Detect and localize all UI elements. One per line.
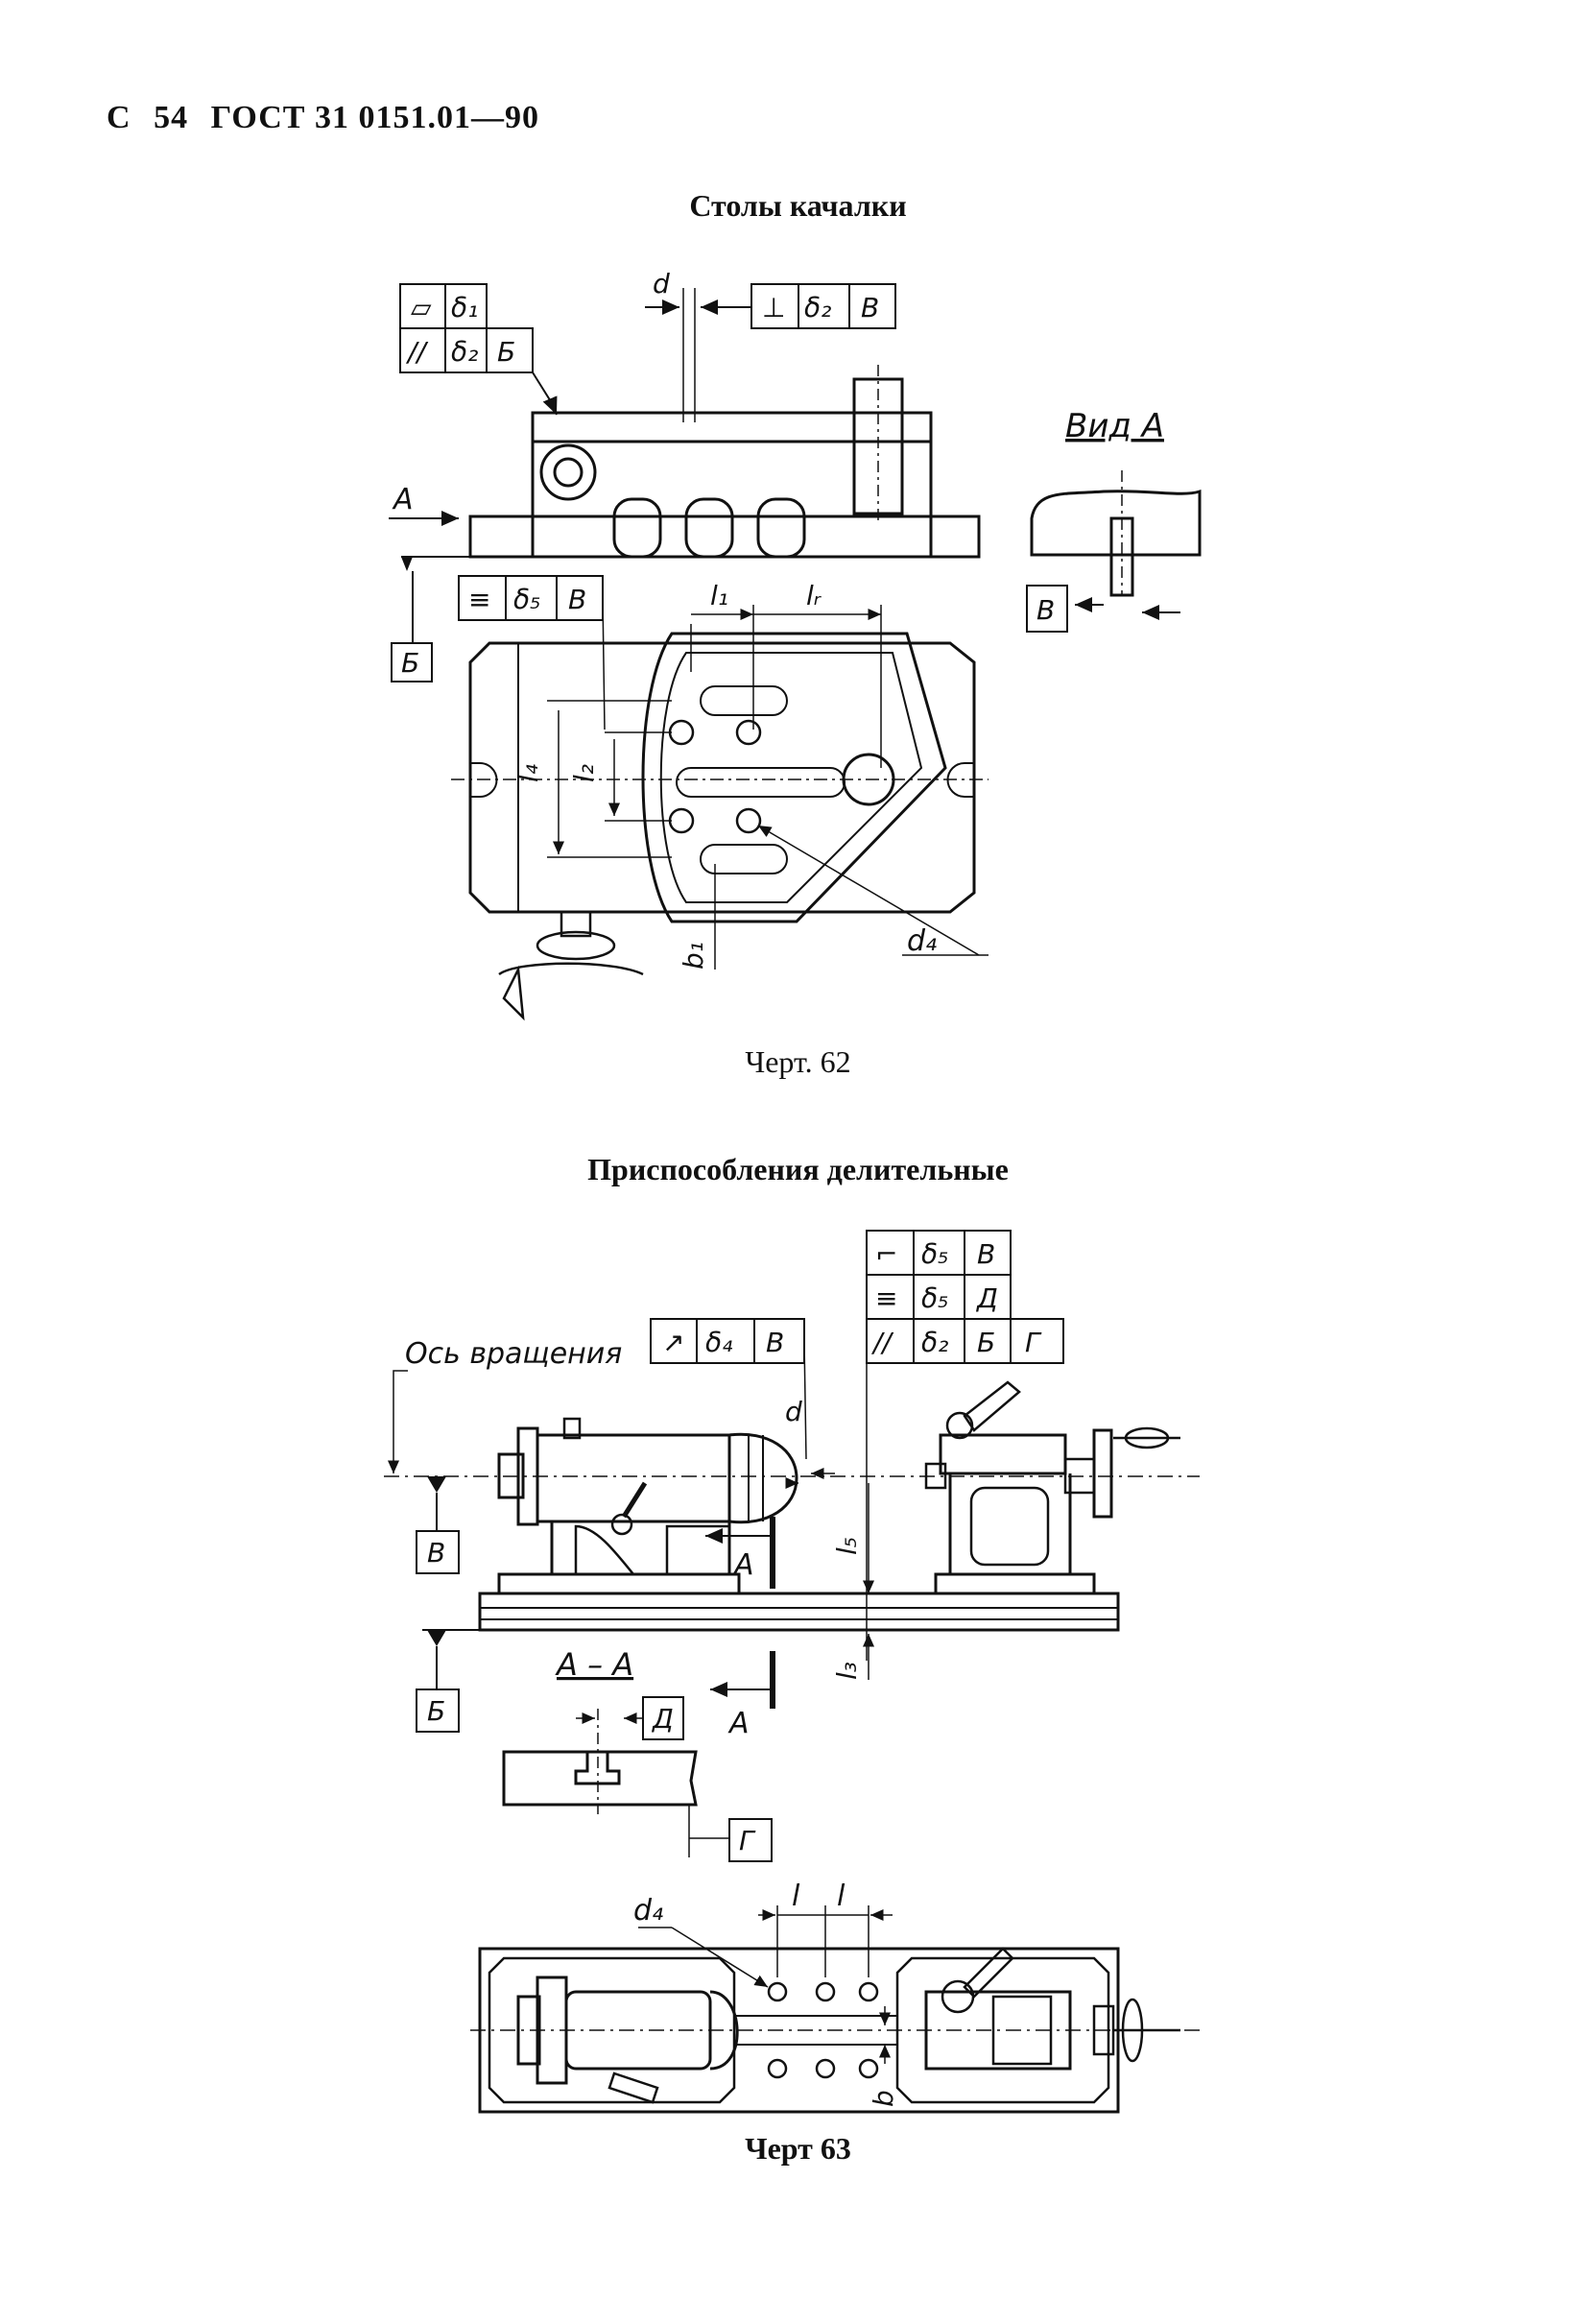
frame63-1-datum: В [977,1238,995,1270]
datum-d-label: Д [651,1703,674,1735]
frame1-symbol: ▱ [411,292,432,323]
frame63-4-tol: δ₄ [705,1327,732,1358]
frame63-2-tol: δ₅ [921,1282,948,1314]
frame4-symbol: ≡ [468,584,490,615]
arrow-a-label-62: А [392,483,414,516]
header-prefix: С [107,100,131,135]
dim-b1: b₁ [678,942,709,970]
frame63-3-datum2: Г [1025,1327,1042,1358]
tolerance-frame-perp: ⊥ δ₂ В d [645,268,896,422]
section1-caption: Черт. 62 [745,1044,851,1079]
frame4-tol: δ₅ [513,584,540,615]
dim-l2: l₂ [568,764,600,782]
frame3-tol: δ₂ [804,292,831,323]
section-a-a-label: А – А [555,1646,633,1683]
view-a-label: Вид А [1065,407,1164,445]
dim-b-63: b [868,2090,899,2107]
datum-b-62: Б [391,556,533,683]
header-page-number: 54 [154,100,189,135]
rocking-table-front-view [468,365,981,559]
datum-g-label: Г [739,1825,756,1856]
dim-l-second: l [837,1880,846,1913]
rocking-table-plan-view [451,632,989,1021]
frame63-1-symbol: ⌐ [875,1238,897,1270]
frame63-4-symbol: ↗ [662,1327,684,1358]
section2-caption: Черт 63 [745,2131,851,2166]
datum-b-label-63: Б [427,1695,445,1727]
frame2-symbol: // [405,336,428,368]
section-a-a: А – А Д Г [502,1646,773,1862]
dividing-head [497,1417,798,1595]
frame63-3-datum: Б [977,1327,995,1358]
dim-d-63: d [785,1396,802,1427]
dimensions-62: l₁ lᵣ l₄ l₂ b₁ d₄ [512,580,989,970]
view-a: Вид А В [1026,407,1202,633]
frame63-2-symbol: ≡ [875,1282,897,1314]
frame63-3-symbol: // [870,1327,893,1358]
drawing-63: ⌐ δ₅ В ≡ δ₅ Д // δ₂ Б Г ↗ δ₄ В Ось враще… [384,1230,1200,2114]
dim-l1: l₁ [710,580,728,611]
frame2-tol: δ₂ [451,336,478,368]
dim-l3: l₃ [831,1662,863,1680]
frame3-symbol: ⊥ [762,292,785,323]
dim-l4: l₄ [512,764,544,782]
frame63-3-tol: δ₂ [921,1327,948,1358]
frame63-2-datum: Д [975,1282,998,1314]
tolerance-frame-1: ▱ δ₁ // δ₂ Б [399,283,558,416]
header-standard: ГОСТ 31 0151.01—90 [210,100,539,135]
frame2-datum: Б [497,336,515,368]
frame1-tol: δ₁ [451,292,478,323]
frame3-datum: В [861,292,879,323]
tolerance-frames-63: ⌐ δ₅ В ≡ δ₅ Д // δ₂ Б Г ↗ δ₄ В [650,1230,1064,1661]
datum-v-label-63: В [427,1537,445,1569]
tailstock [924,1380,1180,1595]
frame63-4-datum: В [766,1327,784,1358]
datum-b-63: Б [416,1629,480,1733]
page-header: С 54 ГОСТ 31 0151.01—90 [107,100,553,136]
tolerance-frame-sym-62: ≡ δ₅ В [458,575,606,730]
arrow-a-upper: А [732,1548,754,1582]
datum-v-label-62: В [1036,594,1055,626]
frame4-datum: В [568,584,586,615]
drawing-62: ▱ δ₁ // δ₂ Б ⊥ δ₂ В d [389,268,1202,1021]
axis-label: Ось вращения [405,1337,622,1371]
dim-d-62: d [653,268,670,299]
dividing-head-plan-view [470,1947,1200,2114]
datum-b-label-62: Б [401,647,419,679]
frame63-1-tol: δ₅ [921,1238,948,1270]
dim-d4-62: d₄ [907,924,937,958]
dim-d4-63: d₄ [633,1894,663,1928]
dim-l5: l₅ [831,1537,863,1555]
dim-l-first: l [792,1880,800,1913]
section2-title: Приспособления делительные [587,1152,1009,1186]
datum-v-63: В [416,1476,460,1574]
section1-title: Столы качалки [689,188,907,223]
dim-lr: lᵣ [806,580,822,611]
arrow-a-lower: А [727,1707,750,1740]
dimensions-63: d₄ l l b [633,1880,899,2107]
